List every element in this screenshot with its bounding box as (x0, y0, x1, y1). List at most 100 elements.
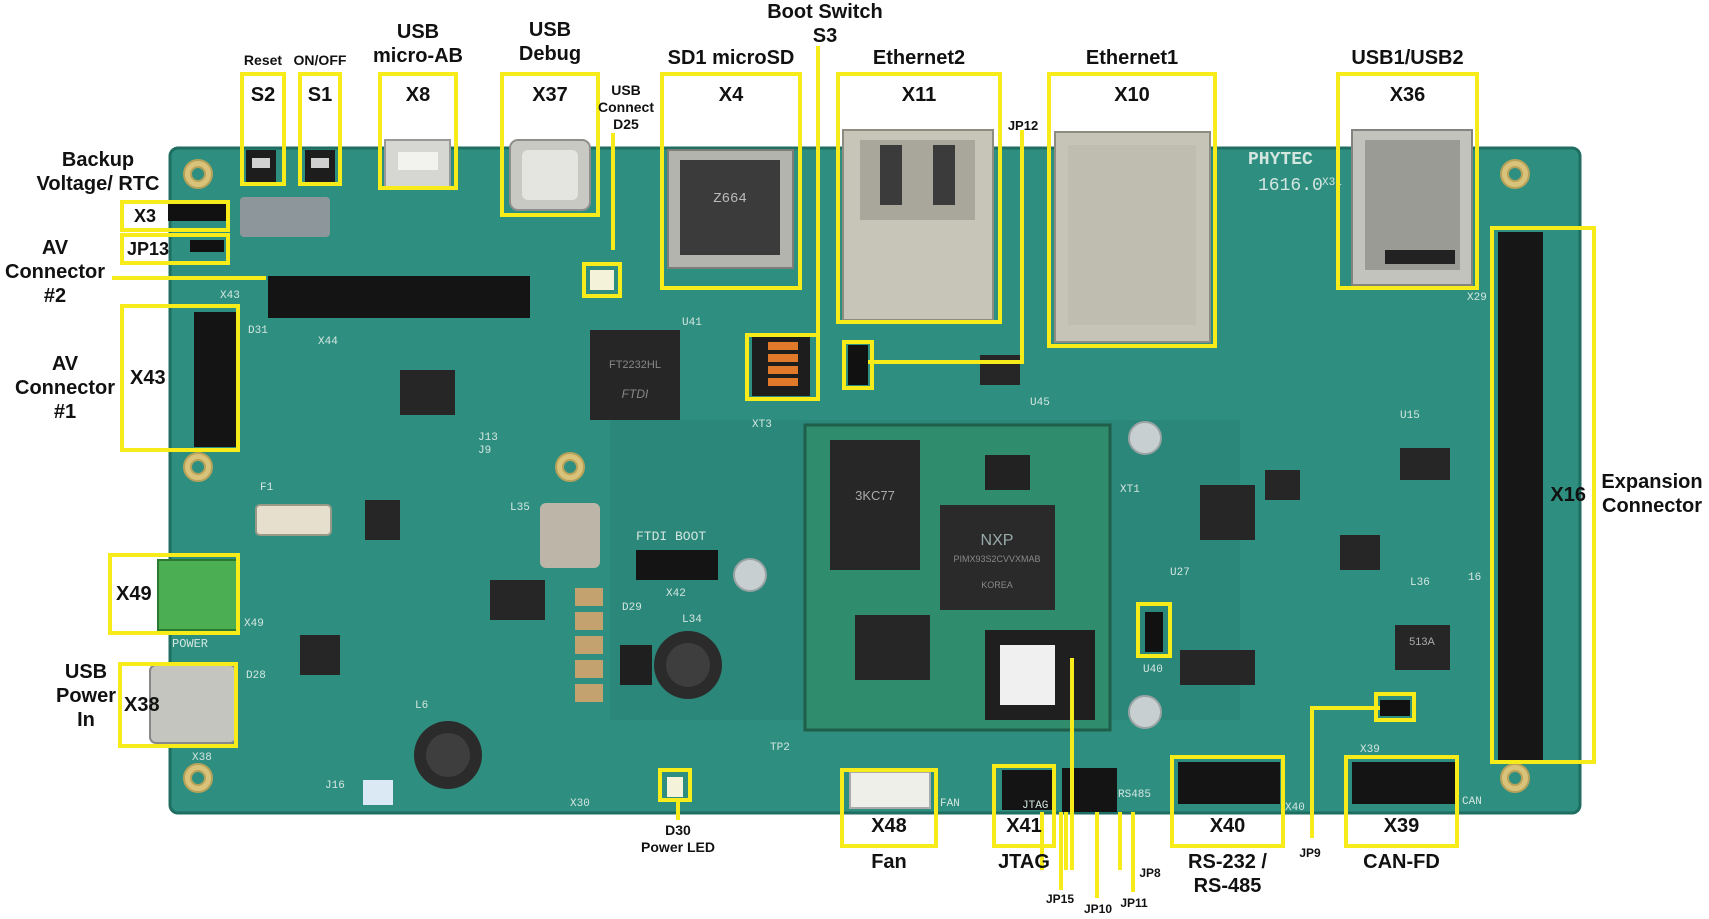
ftdi-chip-logo: FTDI (622, 387, 649, 401)
silk-u41: U41 (682, 317, 702, 329)
silk-x39: X39 (1360, 744, 1380, 756)
label-ethernet2: Ethernet2 (872, 47, 966, 69)
silk-ftdi-boot: FTDI BOOT (636, 529, 706, 544)
box-jp9 (1374, 692, 1416, 722)
label-jp10: JP10 (1083, 902, 1113, 916)
silk-x43: X43 (220, 290, 240, 302)
label-jp11: JP11 (1120, 896, 1148, 910)
silk-l34: L34 (682, 614, 702, 626)
label-on-off: ON/OFF (293, 52, 347, 68)
box-x11: X11 (836, 72, 1002, 324)
silk-j9: J9 (478, 445, 491, 457)
label-reset: Reset (243, 52, 283, 68)
box-x4: X4 (660, 72, 802, 290)
sd-marking: Z664 (713, 191, 747, 207)
ftdi-chip-part: FT2232HL (609, 359, 661, 371)
silk-x42: X42 (666, 588, 686, 600)
silk-j16: J16 (325, 780, 345, 792)
silk-rs485: RS485 (1118, 789, 1151, 801)
silk-fan: FAN (940, 798, 960, 810)
silk-l6: L6 (415, 700, 428, 712)
box-x39: X39 (1344, 755, 1459, 848)
label-ethernet1: Ethernet1 (1085, 47, 1179, 69)
silk-power: POWER (172, 637, 208, 651)
silk-x40: X40 (1285, 802, 1305, 814)
silk-jtag: JTAG (1022, 800, 1048, 812)
box-x40: X40 (1170, 755, 1285, 848)
box-s1: S1 (298, 72, 342, 186)
silk-can: CAN (1462, 796, 1482, 808)
box-x41: X41 (992, 764, 1056, 848)
label-sd1-microsd: SD1 microSD (667, 47, 795, 69)
silk-tp2: TP2 (770, 742, 790, 754)
box-x43: X43 (120, 304, 240, 452)
header-x16 (1498, 232, 1543, 760)
mounting-holes (183, 159, 1530, 793)
silk-u45: U45 (1030, 397, 1050, 409)
box-x8: X8 (378, 72, 458, 190)
silk-brand: PHYTEC (1248, 150, 1313, 170)
silk-x49: X49 (244, 618, 264, 630)
label-usb1-usb2: USB1/USB2 (1351, 47, 1464, 69)
nxp-korea: KOREA (981, 580, 1013, 590)
header-x43 (194, 312, 236, 447)
box-d25 (582, 262, 622, 298)
label-jp9: JP9 (1299, 846, 1321, 860)
box-s2: S2 (240, 72, 286, 186)
label-can-fd: CAN-FD (1363, 851, 1440, 873)
silk-x38: X38 (192, 752, 212, 764)
chip-513a: 513A (1409, 636, 1435, 648)
silk-x30: X30 (570, 798, 590, 810)
box-d30 (658, 768, 692, 802)
silk-u15: U15 (1400, 410, 1420, 422)
silk-part: 1616.0 (1258, 176, 1323, 196)
silk-u40: U40 (1143, 664, 1163, 676)
nxp-part: PIMX93S2CVVXMAB (953, 554, 1040, 564)
silk-d28: D28 (246, 670, 266, 682)
silk-d31: D31 (248, 325, 268, 337)
label-jp12: JP12 (1007, 118, 1039, 133)
silk-x44: X44 (318, 336, 338, 348)
box-x10: X10 (1047, 72, 1217, 348)
label-jtag: JTAG (998, 851, 1050, 873)
box-jp8 (1136, 602, 1172, 658)
box-jp12 (842, 340, 874, 390)
label-fan: Fan (871, 851, 907, 873)
box-x37: X37 (500, 72, 600, 217)
ram-marking: 3KC77 (855, 488, 895, 503)
box-x49: X49 (108, 553, 240, 635)
header-x44 (268, 276, 530, 318)
label-rs232-rs485: RS-232 /RS-485 (1188, 851, 1267, 897)
box-jp13: JP13 (120, 233, 230, 265)
silk-f1: F1 (260, 482, 274, 494)
box-x36: X36 (1336, 72, 1479, 290)
box-x48: X48 (840, 768, 938, 848)
box-x38: X38 (118, 662, 238, 748)
silk-xt1: XT1 (1120, 484, 1140, 496)
box-s3 (745, 333, 820, 401)
silk-l36: L36 (1410, 577, 1430, 589)
silk-xt3: XT3 (752, 419, 772, 431)
silk-x16-num: 16 (1468, 572, 1481, 584)
nxp-logo: NXP (981, 532, 1014, 549)
box-x3: X3 (120, 200, 230, 232)
label-jp8: JP8 (1139, 866, 1161, 880)
box-x16: X16 (1490, 226, 1596, 764)
silk-d29: D29 (622, 602, 642, 614)
silk-u27: U27 (1170, 567, 1190, 579)
leader-lines (112, 46, 1380, 870)
label-jp15: JP15 (1045, 892, 1075, 906)
silk-x29: X29 (1467, 292, 1487, 304)
silk-l35: L35 (510, 502, 530, 514)
